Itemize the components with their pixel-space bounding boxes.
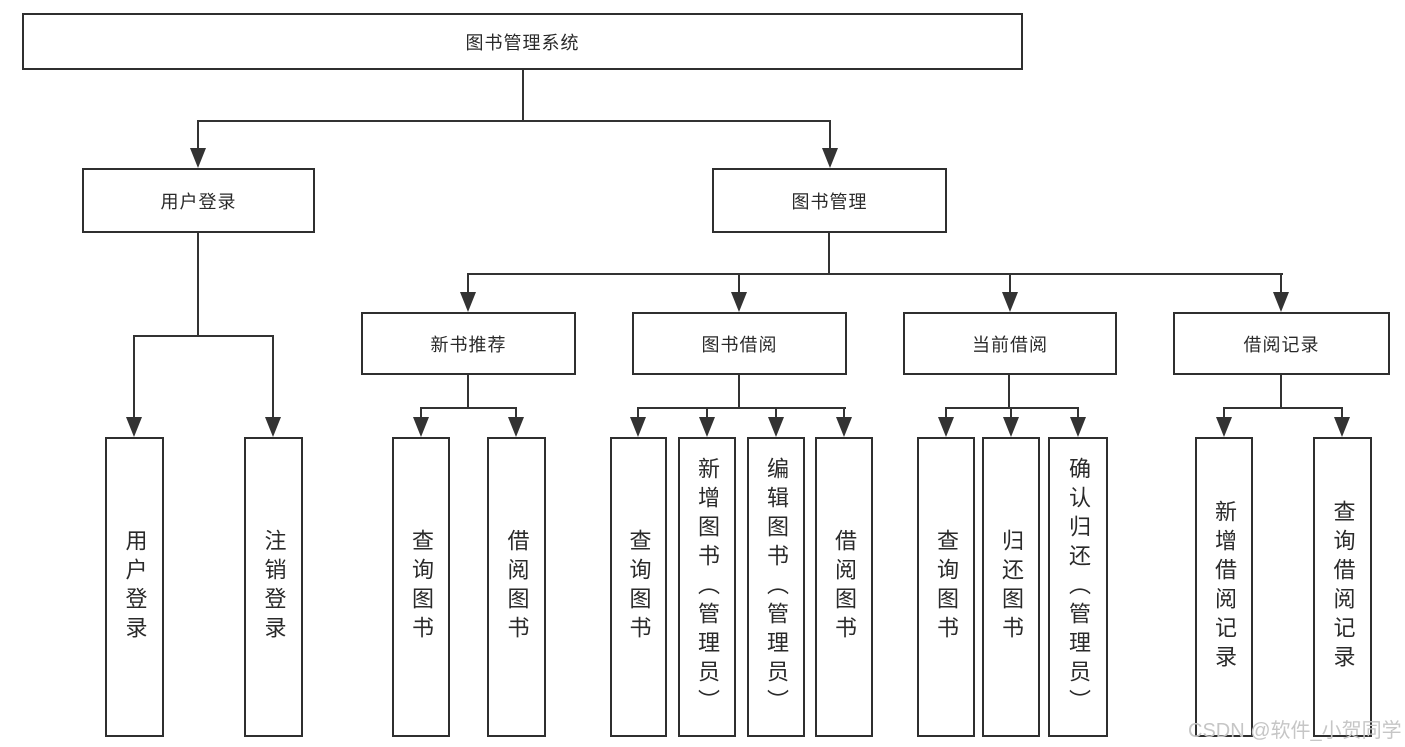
leaf-borrow-books: 借阅图书 (815, 437, 873, 737)
leaf-logout-label: 注销登录 (261, 529, 287, 645)
arrow-stem (945, 407, 947, 419)
arrow-down-icon (1216, 417, 1232, 437)
book-borrow-branch-bar (637, 407, 846, 409)
arrow-stem (420, 407, 422, 419)
node-user-login: 用户登录 (82, 168, 315, 233)
node-root-label: 图书管理系统 (465, 32, 580, 53)
arrow-down-icon (126, 417, 142, 437)
root-stem-line (522, 70, 524, 120)
leaf-query-books-recommend-label: 查询图书 (409, 529, 434, 645)
arrow-down-icon (413, 417, 429, 437)
leaf-confirm-return-admin-label: 确认归还（管理员） (1066, 456, 1091, 718)
node-borrow-records-label: 借阅记录 (1243, 334, 1320, 355)
arrow-down-icon (1273, 292, 1289, 312)
current-borrow-branch-bar (945, 407, 1079, 409)
node-book-management-label: 图书管理 (791, 191, 868, 212)
arrow-down-icon (768, 417, 784, 437)
arrow-stem-current-borrow (1009, 273, 1011, 294)
node-new-book-recommend-label: 新书推荐 (430, 334, 507, 355)
arrow-stem (515, 407, 517, 419)
node-book-borrow: 图书借阅 (632, 312, 847, 375)
leaf-query-books-borrow: 查询图书 (610, 437, 667, 737)
arrow-stem (1077, 407, 1079, 419)
borrow-records-branch-bar (1223, 407, 1343, 409)
leaf-edit-book-admin-label: 编辑图书（管理员） (764, 456, 789, 718)
leaf-return-book-label: 归还图书 (999, 529, 1024, 645)
borrow-records-stem-line (1280, 375, 1282, 407)
node-user-login-label: 用户登录 (160, 191, 237, 212)
leaf-add-borrow-record-label: 新增借阅记录 (1212, 500, 1237, 674)
node-book-management: 图书管理 (712, 168, 947, 233)
leaf-borrow-books-recommend: 借阅图书 (487, 437, 546, 737)
new-books-branch-bar (420, 407, 517, 409)
arrow-stem (843, 407, 845, 419)
arrow-down-icon (1070, 417, 1086, 437)
arrow-stem-borrow-records (1280, 273, 1282, 294)
leaf-borrow-books-recommend-label: 借阅图书 (504, 529, 530, 645)
leaf-query-borrow-record: 查询借阅记录 (1313, 437, 1372, 737)
arrow-down-icon (836, 417, 852, 437)
leaf-edit-book-admin: 编辑图书（管理员） (747, 437, 805, 737)
book-mgmt-branch-bar (467, 273, 1283, 275)
book-borrow-stem-line (738, 375, 740, 407)
arrow-stem (637, 407, 639, 419)
user-login-stem-line (197, 233, 199, 335)
leaf-confirm-return-admin: 确认归还（管理员） (1048, 437, 1108, 737)
arrow-stem-logout-leaf (272, 335, 274, 419)
leaf-user-login: 用户登录 (105, 437, 164, 737)
arrow-down-icon (699, 417, 715, 437)
arrow-stem-login-leaf (133, 335, 135, 419)
arrow-stem (706, 407, 708, 419)
arrow-down-icon (190, 148, 206, 168)
current-borrow-stem-line (1008, 375, 1010, 407)
leaf-borrow-books-label: 借阅图书 (832, 529, 857, 645)
node-borrow-records: 借阅记录 (1173, 312, 1390, 375)
user-login-branch-bar (133, 335, 274, 337)
arrow-down-icon (731, 292, 747, 312)
csdn-watermark: CSDN @软件_小贺同学 (1188, 720, 1402, 742)
arrow-stem (1223, 407, 1225, 419)
leaf-query-books-borrow-label: 查询图书 (626, 529, 652, 645)
leaf-return-book: 归还图书 (982, 437, 1040, 737)
arrow-stem (1010, 407, 1012, 419)
leaf-user-login-label: 用户登录 (122, 529, 148, 645)
arrow-down-icon (938, 417, 954, 437)
arrow-stem-book-mgmt (829, 120, 831, 150)
leaf-query-books-current-label: 查询图书 (934, 529, 959, 645)
arrow-stem-user-login (197, 120, 199, 150)
node-root: 图书管理系统 (22, 13, 1023, 70)
node-current-borrow-label: 当前借阅 (972, 334, 1048, 355)
arrow-down-icon (1002, 292, 1018, 312)
arrow-down-icon (460, 292, 476, 312)
new-books-stem-line (467, 375, 469, 407)
arrow-stem-new-books (467, 273, 469, 294)
arrow-stem-book-borrow (738, 273, 740, 294)
arrow-down-icon (1334, 417, 1350, 437)
arrow-stem (775, 407, 777, 419)
leaf-query-books-recommend: 查询图书 (392, 437, 450, 737)
book-mgmt-stem-line (828, 233, 830, 273)
leaf-query-books-current: 查询图书 (917, 437, 975, 737)
arrow-stem (1341, 407, 1343, 419)
leaf-add-borrow-record: 新增借阅记录 (1195, 437, 1253, 737)
leaf-query-borrow-record-label: 查询借阅记录 (1330, 500, 1356, 674)
arrow-down-icon (630, 417, 646, 437)
node-book-borrow-label: 图书借阅 (701, 334, 778, 355)
leaf-add-book-admin: 新增图书（管理员） (678, 437, 736, 737)
arrow-down-icon (265, 417, 281, 437)
arrow-down-icon (1003, 417, 1019, 437)
arrow-down-icon (508, 417, 524, 437)
leaf-add-book-admin-label: 新增图书（管理员） (695, 456, 720, 718)
leaf-logout: 注销登录 (244, 437, 303, 737)
node-new-book-recommend: 新书推荐 (361, 312, 576, 375)
root-branch-bar (197, 120, 831, 122)
arrow-down-icon (822, 148, 838, 168)
node-current-borrow: 当前借阅 (903, 312, 1117, 375)
